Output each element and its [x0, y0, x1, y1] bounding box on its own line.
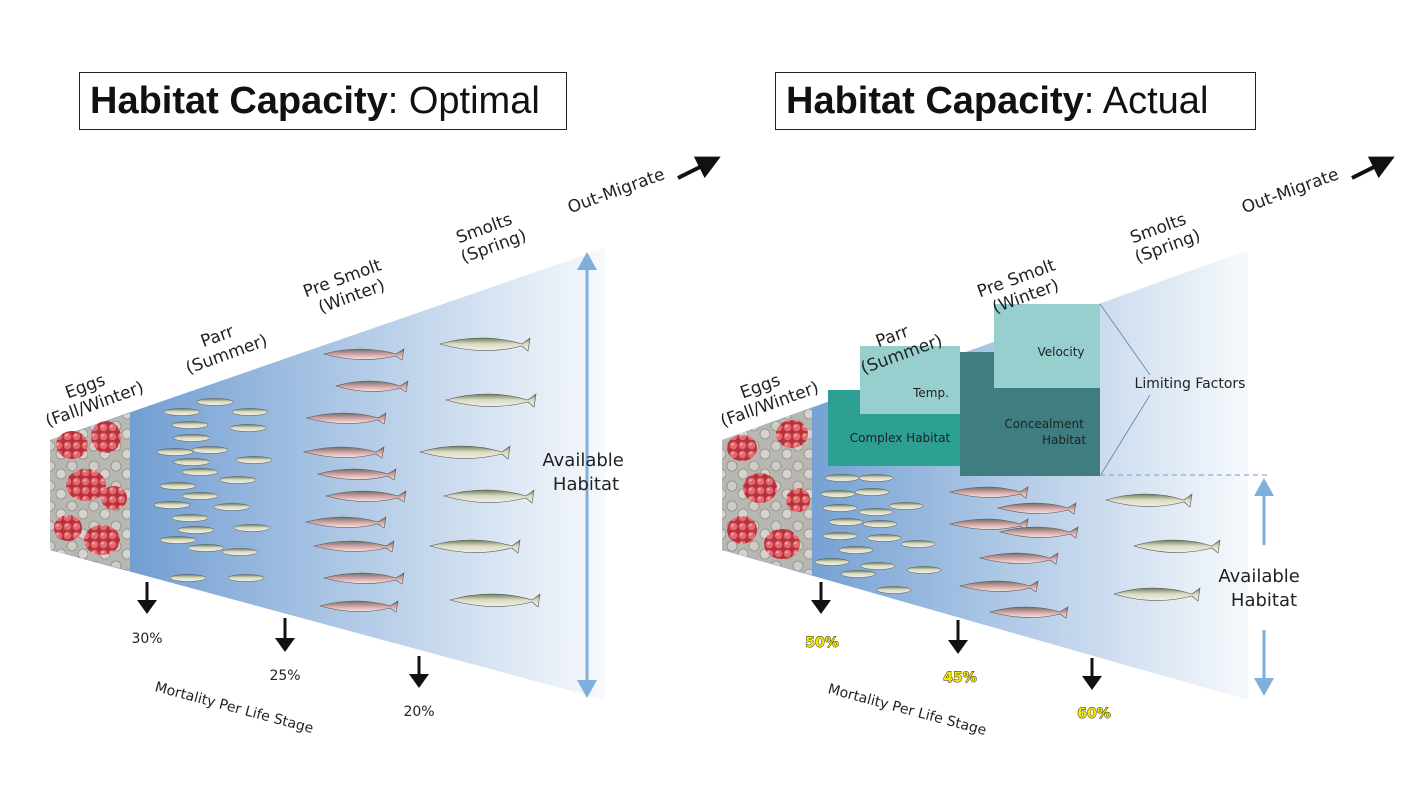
limiting-factor-blocks: Temp. Complex Habitat Velocity Concealme… — [828, 303, 1268, 477]
svg-text:Concealment Habitat: Concealment Habitat — [1004, 417, 1087, 447]
title-optimal-rest: : Optimal — [387, 79, 540, 122]
mortality-arrow-icon — [137, 600, 157, 614]
mortality-parr: 25% — [269, 668, 300, 684]
optimal-available-habitat: Available Habitat — [542, 252, 629, 698]
mortality-arrow-icon — [1082, 676, 1102, 690]
actual-diagram: Temp. Complex Habitat Velocity Concealme… — [718, 156, 1395, 739]
mortality-presmolt: 60% — [1077, 706, 1111, 722]
mortality-eggs: 50% — [805, 635, 839, 651]
mortality-parr: 45% — [943, 670, 977, 686]
title-actual-rest: : Actual — [1083, 79, 1209, 122]
actual-presmolt-fish — [948, 486, 1079, 619]
label-available: Available — [1218, 566, 1299, 587]
arrow-up-icon — [1254, 478, 1274, 496]
arrow-down-icon — [577, 680, 597, 698]
actual-parr-fish — [814, 474, 942, 594]
arrow-down-icon — [1254, 678, 1274, 696]
title-optimal-bold: Habitat Capacity — [90, 79, 388, 122]
svg-text:Smolts (Spring): Smolts (Spring) — [451, 207, 529, 268]
svg-text:Smolts (Spring): Smolts (Spring) — [1125, 207, 1203, 268]
svg-text:Available Habitat: Available Habitat — [1218, 566, 1305, 611]
mortality-eggs: 30% — [131, 631, 162, 647]
label-concealment-habitat: Habitat — [1042, 433, 1086, 447]
mortality-arrow-icon — [948, 640, 968, 654]
block-velocity — [994, 304, 1100, 388]
mortality-presmolt: 20% — [403, 704, 434, 720]
mortality-label: Mortality Per Life Stage — [826, 681, 988, 739]
outmigrate-arrow-icon — [677, 156, 721, 180]
label-available: Available — [542, 450, 623, 471]
outmigrate-arrow-icon — [1351, 156, 1395, 180]
title-actual-bold: Habitat Capacity — [786, 79, 1084, 122]
optimal-parr-fish — [153, 398, 273, 582]
actual-available-habitat: Available Habitat — [1218, 478, 1305, 696]
title-optimal: Habitat Capacity: Optimal — [79, 72, 567, 130]
label-outmigrate: Out-Migrate — [1239, 165, 1341, 219]
label-concealment: Concealment — [1004, 417, 1084, 431]
actual-egg-clusters — [727, 420, 810, 559]
label-habitat: Habitat — [1231, 590, 1297, 611]
label-limiting-factors: Limiting Factors — [1135, 376, 1246, 392]
mortality-arrow-icon — [275, 638, 295, 652]
title-actual: Habitat Capacity: Actual — [775, 72, 1256, 130]
optimal-smolts-fish — [418, 337, 541, 608]
optimal-diagram: Eggs (Fall/Winter) Parr (Summer) Pre Smo… — [43, 156, 721, 737]
label-outmigrate: Out-Migrate — [565, 165, 667, 219]
svg-text:Available Habitat: Available Habitat — [542, 450, 629, 495]
mortality-label: Mortality Per Life Stage — [153, 679, 315, 737]
arrow-up-icon — [577, 252, 597, 270]
actual-smolts-fish — [1104, 493, 1221, 602]
optimal-presmolt-fish — [302, 348, 409, 613]
svg-text:Pre Smolt (Winter): Pre Smolt (Winter) — [301, 254, 396, 321]
mortality-arrow-icon — [409, 674, 429, 688]
label-velocity: Velocity — [1037, 345, 1084, 359]
mortality-arrow-icon — [811, 600, 831, 614]
label-complex-habitat: Complex Habitat — [850, 431, 951, 445]
label-habitat: Habitat — [553, 474, 619, 495]
block-temp — [860, 346, 960, 414]
optimal-egg-clusters — [54, 421, 127, 555]
label-temp: Temp. — [912, 386, 949, 400]
